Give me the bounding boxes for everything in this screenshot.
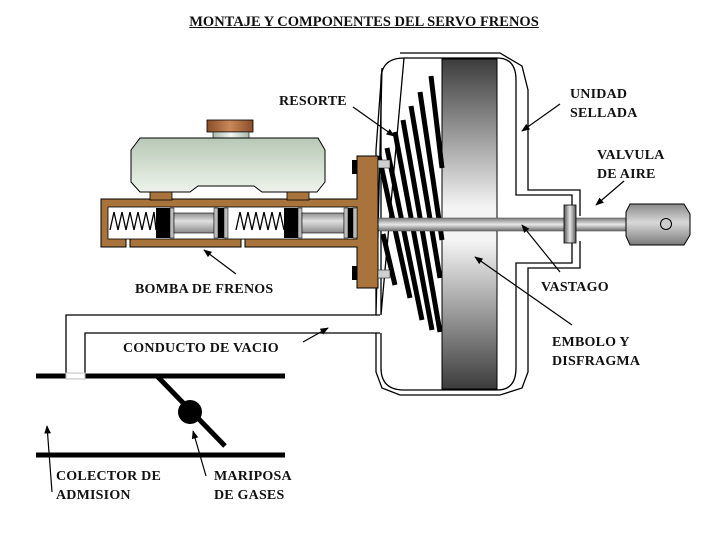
arrow-mariposa <box>191 430 207 477</box>
throttle-plate <box>155 374 227 448</box>
clevis <box>625 203 691 246</box>
return-spring <box>376 75 445 333</box>
label-conducto: CONDUCTO DE VACIO <box>123 341 279 356</box>
master-cylinder-reservoir <box>130 137 326 193</box>
primary-spring <box>109 211 157 231</box>
arrow-embolo <box>474 256 573 326</box>
secondary-spring <box>235 211 285 231</box>
air-valve <box>563 204 577 244</box>
arrow-valvula-aire <box>595 180 625 206</box>
secondary-piston <box>156 207 229 239</box>
label-mariposa: MARIPOSA DE GASES <box>214 469 292 503</box>
diagram-title: MONTAJE Y COMPONENTES DEL SERVO FRENOS <box>189 14 539 30</box>
arrow-colector <box>44 425 53 493</box>
label-unidad-sellada: UNIDAD SELLADA <box>570 87 638 121</box>
label-vastago: VASTAGO <box>541 280 609 295</box>
push-rod <box>355 217 633 232</box>
intake-manifold <box>36 373 285 458</box>
arrow-vastago <box>521 224 561 273</box>
primary-piston <box>284 207 358 239</box>
label-valvula-aire: VALVULA DE AIRE <box>597 148 665 182</box>
arrow-unidad-sellada <box>521 103 561 132</box>
label-bomba: BOMBA DE FRENOS <box>135 282 274 297</box>
label-resorte: RESORTE <box>279 94 347 109</box>
label-embolo: EMBOLO Y DISFRAGMA <box>552 335 641 369</box>
label-colector: COLECTOR DE ADMISION <box>56 469 162 503</box>
arrow-bomba <box>203 249 237 275</box>
arrow-resorte <box>352 106 395 137</box>
vacuum-hose <box>65 314 380 380</box>
reservoir-cap <box>206 119 254 139</box>
arrow-conducto <box>302 327 329 343</box>
